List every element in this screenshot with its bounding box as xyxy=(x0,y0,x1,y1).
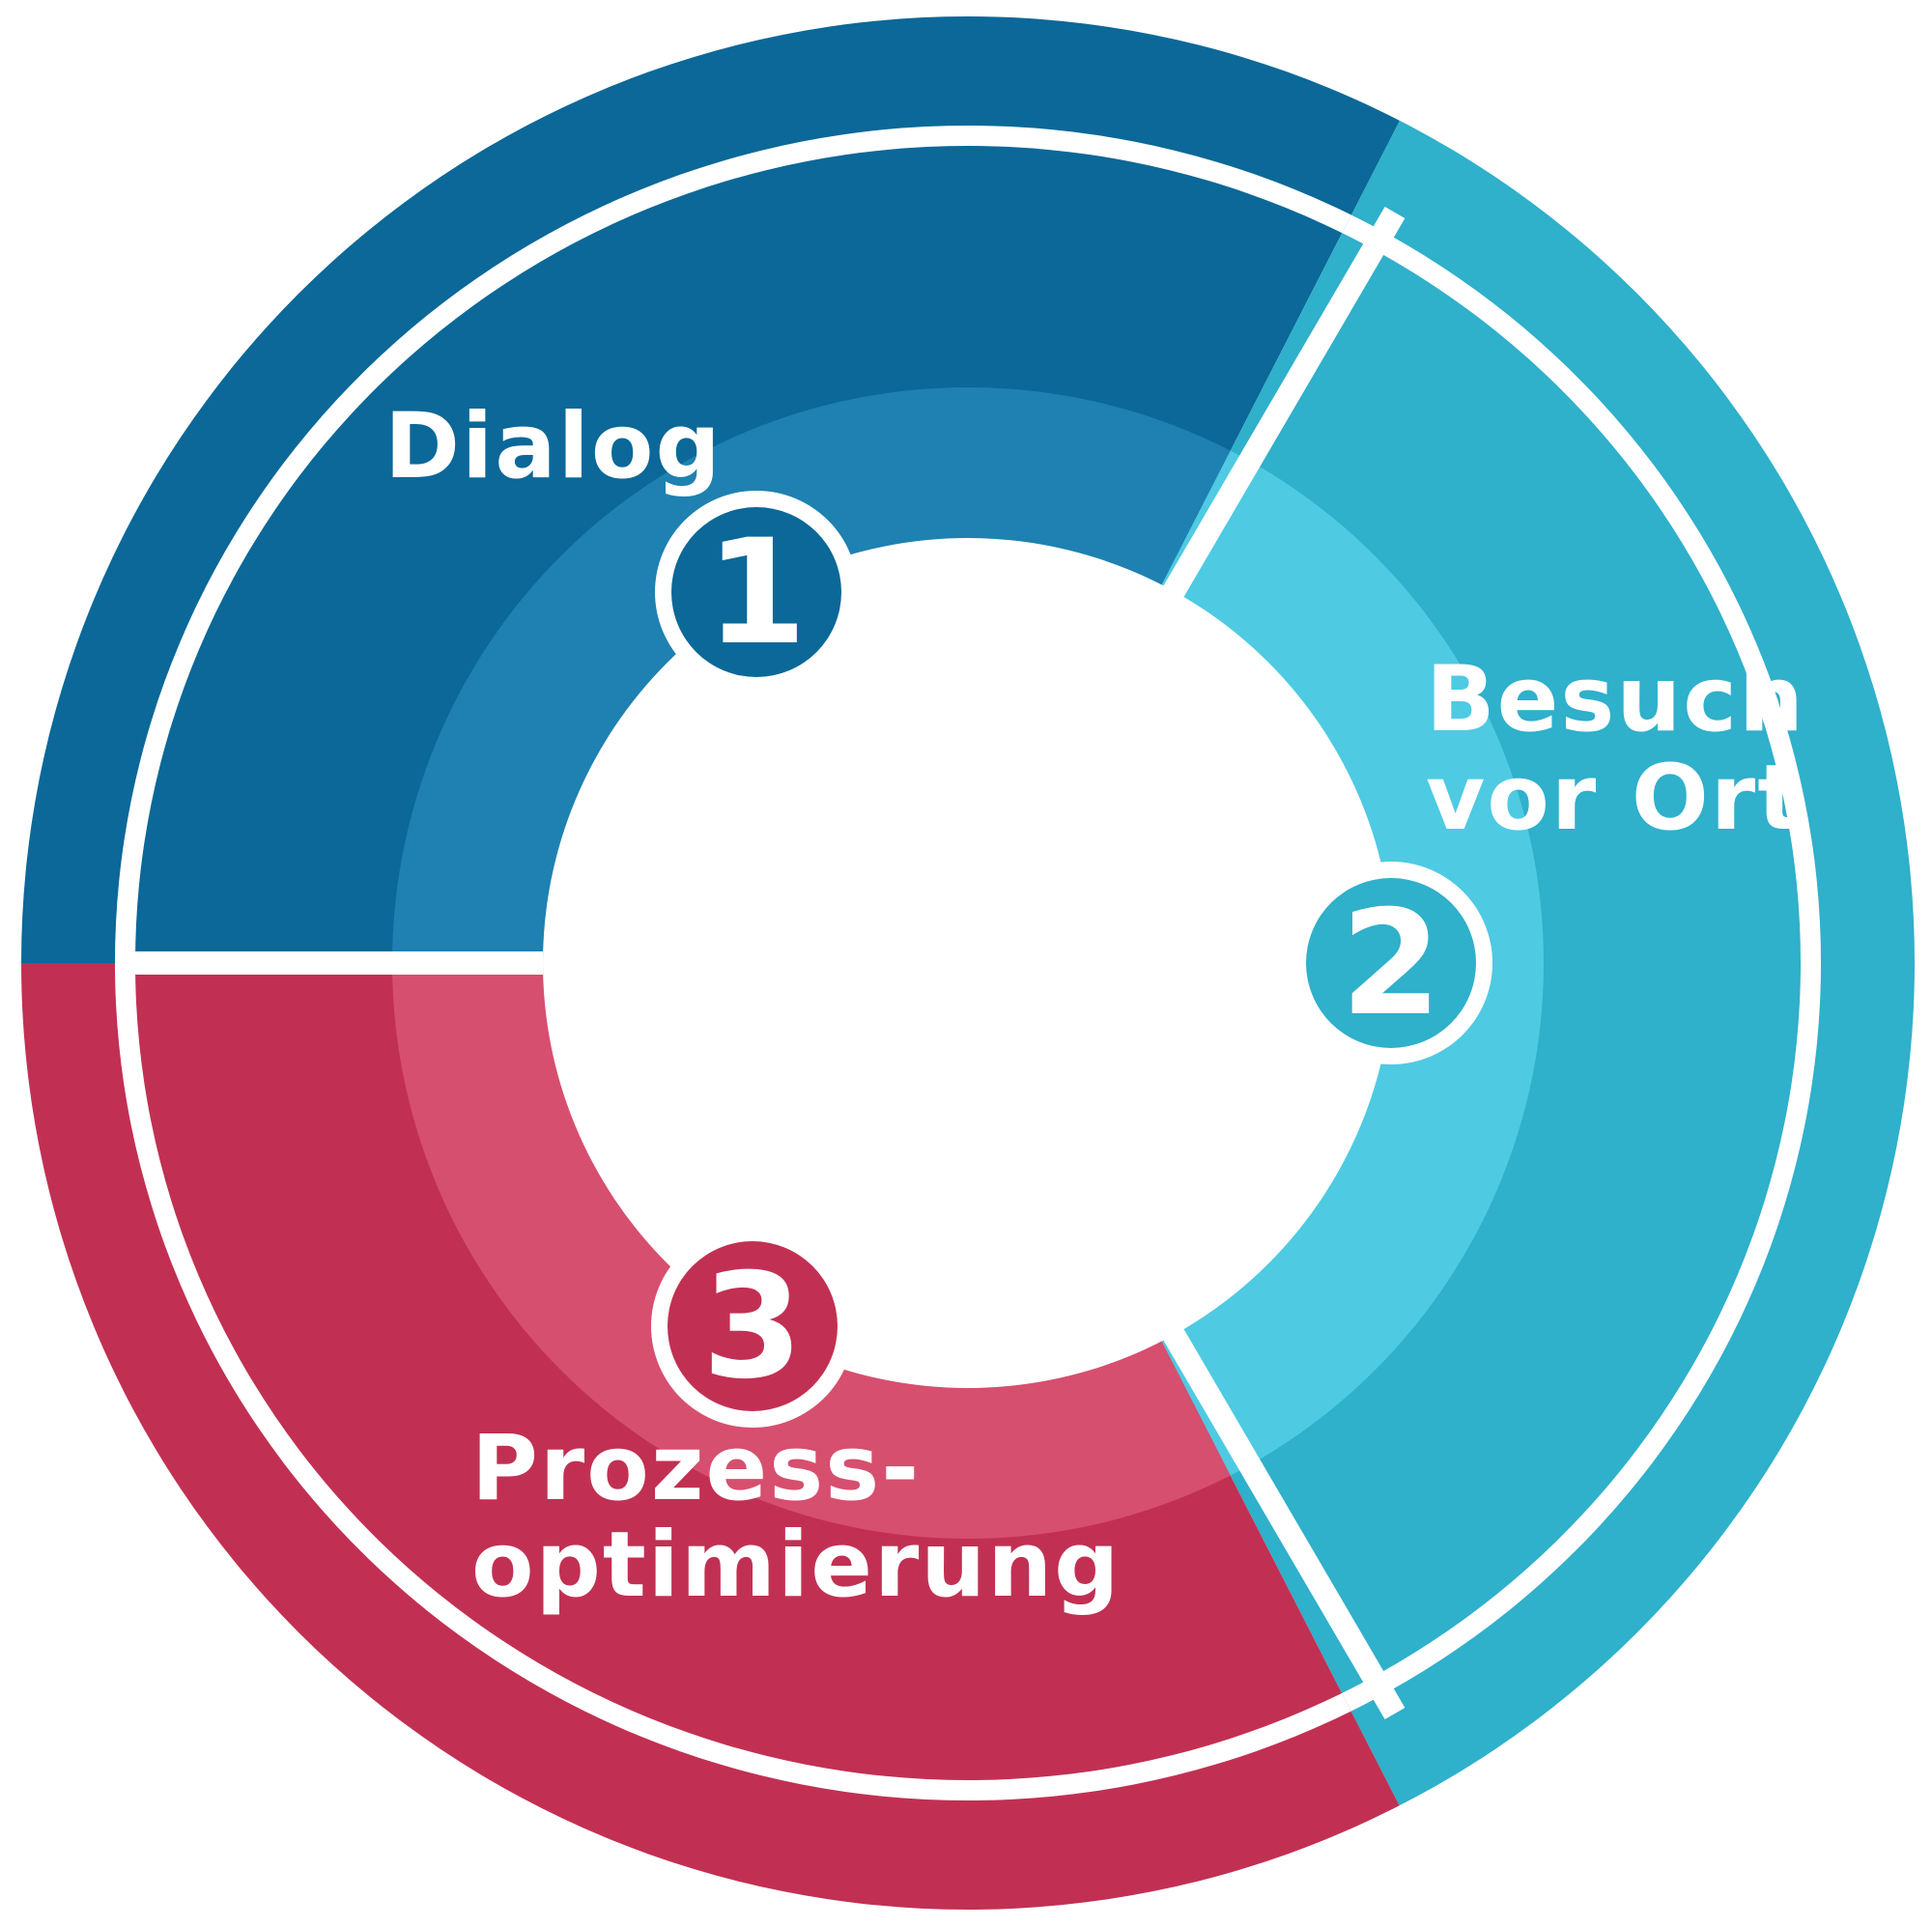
label-prozess: Prozess- optimierung xyxy=(471,1416,1121,1618)
center-hole xyxy=(543,538,1393,1388)
label-besuch-line-1: Besuch xyxy=(1426,647,1805,752)
label-prozess-line-1: Prozess- xyxy=(471,1416,921,1521)
step-badge-1: 1 xyxy=(655,491,858,694)
step-badge-2-number: 2 xyxy=(1341,880,1441,1048)
label-besuch-line-2: vor Ort xyxy=(1426,746,1803,851)
segment-separators xyxy=(126,206,1406,1720)
label-dialog: Dialog xyxy=(384,394,723,499)
step-badge-3-number: 3 xyxy=(702,1243,803,1411)
separator-besuch-prozess xyxy=(1159,1321,1406,1720)
step-badge-1-number: 1 xyxy=(706,509,807,677)
step-badge-2-disc xyxy=(1306,878,1476,1048)
step-badge-2: 2 xyxy=(1290,862,1492,1064)
label-dialog-line-1: Dialog xyxy=(384,394,723,499)
label-besuch: Besuch vor Ort xyxy=(1426,647,1839,851)
separator-dialog-besuch xyxy=(1159,206,1406,605)
step-badge-3: 3 xyxy=(651,1225,854,1428)
label-prozess-line-2: optimierung xyxy=(471,1513,1121,1618)
step-badge-1-disc xyxy=(671,507,841,677)
step-badge-3-disc xyxy=(668,1241,838,1411)
segment-besuch-middle-band xyxy=(968,146,1801,1780)
